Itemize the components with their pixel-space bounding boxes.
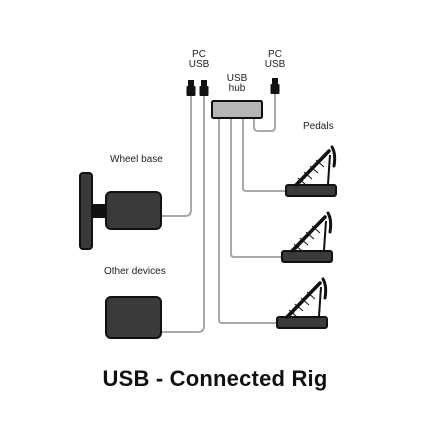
usb-hub-label: USB hub — [226, 73, 248, 94]
other-device-icon — [105, 296, 162, 339]
usb-plug-icon — [186, 80, 196, 96]
wire-hub-to-pedal-2 — [230, 118, 281, 258]
wheel-base-icon — [79, 172, 162, 250]
wire-pc-to-other-devices — [162, 96, 205, 333]
usb-plug-icon — [270, 78, 280, 94]
pedal-icon — [275, 277, 329, 330]
wheel-base-label: Wheel base — [110, 154, 163, 165]
wire-hub-to-pedal-1 — [242, 118, 285, 192]
usb-hub-icon — [211, 100, 263, 119]
wire-hub-to-pedal-3 — [218, 118, 276, 324]
pedal-icon — [284, 145, 338, 198]
pc-usb-label-right: PC USB — [264, 49, 286, 70]
other-devices-label: Other devices — [104, 266, 166, 277]
wire-hub-to-pc — [253, 94, 276, 132]
wires — [162, 94, 285, 333]
pedal-icon — [280, 211, 334, 264]
usb-plug-icon — [199, 80, 209, 96]
wire-pc-to-wheel-base — [162, 96, 192, 217]
diagram-title: USB - Connected Rig — [102, 366, 328, 391]
pedals-label: Pedals — [303, 121, 334, 132]
pc-usb-label-left: PC USB — [188, 49, 210, 70]
